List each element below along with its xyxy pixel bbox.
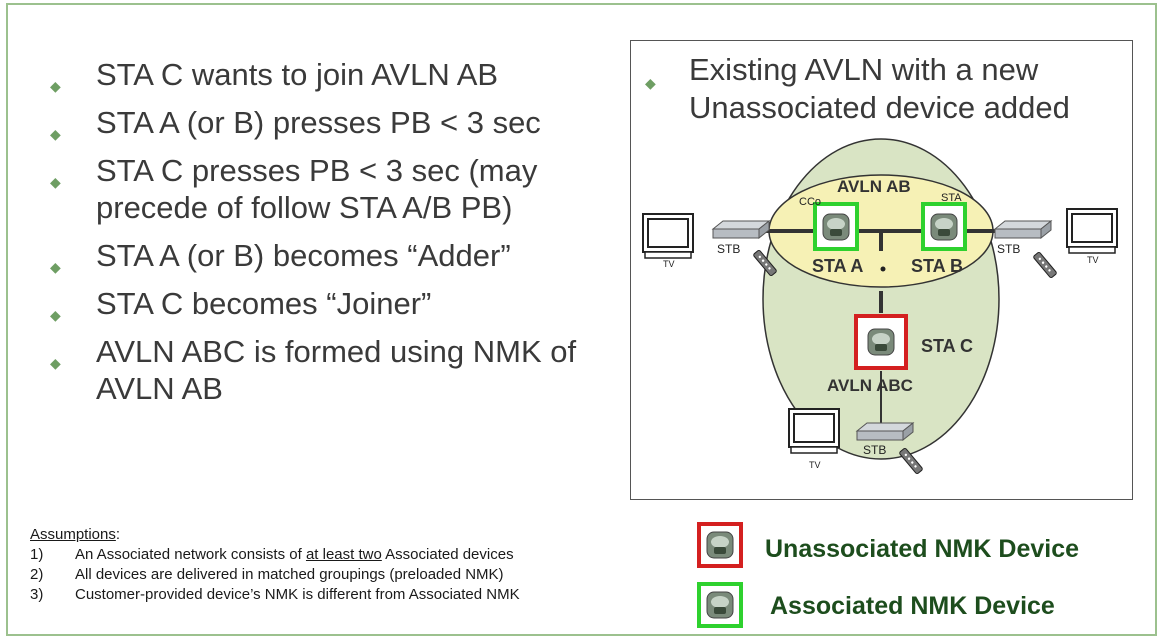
sta-c-device-icon bbox=[867, 328, 895, 356]
stb-bottom-icon bbox=[856, 422, 914, 441]
stb-bottom-label: STB bbox=[863, 443, 886, 457]
assumption-item: 2) All devices are delivered in matched … bbox=[30, 566, 504, 583]
junction-dot bbox=[880, 266, 886, 272]
stb-right-icon bbox=[994, 220, 1052, 239]
bullet-list: ◆ STA C wants to join AVLN AB ◆ STA A (or … bbox=[50, 56, 610, 418]
assumption-item: 1) An Associated network consists of at … bbox=[30, 546, 514, 563]
legend-unassociated-swatch bbox=[697, 522, 743, 568]
sta-b-label: STA B bbox=[911, 256, 963, 276]
stb-left-icon bbox=[712, 220, 770, 239]
assumption-item: 3) Customer-provided device’s NMK is dif… bbox=[30, 586, 520, 603]
tv-bottom-icon bbox=[788, 408, 840, 454]
diamond-bullet-icon: ◆ bbox=[50, 174, 61, 190]
bullet-text: STA A (or B) presses PB < 3 sec bbox=[96, 105, 541, 140]
legend-unassociated-label: Unassociated NMK Device bbox=[765, 535, 1080, 563]
diamond-bullet-icon: ◆ bbox=[50, 259, 61, 275]
sta-c-border bbox=[854, 314, 908, 370]
stb-right-label: STB bbox=[997, 242, 1020, 256]
sta-a-label: STA A bbox=[812, 256, 863, 276]
avln-abc-label: AVLN ABC bbox=[827, 376, 913, 395]
bullet-item: ◆ STA C wants to join AVLN AB bbox=[50, 56, 610, 94]
bullet-text: AVLN ABC is formed using NMK of AVLN AB bbox=[96, 334, 577, 406]
cco-label: CCo bbox=[799, 196, 821, 208]
network-diagram-panel: ◆Existing AVLN with a new Unassociated d… bbox=[630, 40, 1133, 500]
avln-ab-label: AVLN AB bbox=[837, 177, 911, 196]
bullet-text: STA C wants to join AVLN AB bbox=[96, 57, 499, 92]
diagram-title: ◆Existing AVLN with a new Unassociated d… bbox=[645, 52, 1070, 125]
tv-left-label: TV bbox=[663, 259, 675, 269]
device-icon bbox=[706, 531, 734, 559]
diamond-bullet-icon: ◆ bbox=[50, 126, 61, 142]
bullet-text: STA C presses PB < 3 sec (may precede of… bbox=[96, 153, 538, 225]
tv-bottom-label: TV bbox=[809, 460, 821, 470]
sta-c-label: STA C bbox=[921, 336, 973, 356]
sta-a-device-icon bbox=[822, 213, 850, 241]
bullet-item: ◆ STA C presses PB < 3 sec (may precede o… bbox=[50, 152, 610, 226]
device-icon bbox=[706, 591, 734, 619]
diamond-bullet-icon: ◆ bbox=[645, 75, 656, 91]
diamond-bullet-icon: ◆ bbox=[50, 355, 61, 371]
legend-associated-swatch bbox=[697, 582, 743, 628]
diamond-bullet-icon: ◆ bbox=[50, 307, 61, 323]
tv-right-icon bbox=[1066, 208, 1118, 254]
bullet-item: ◆ STA A (or B) presses PB < 3 sec bbox=[50, 104, 610, 142]
legend-associated-label: Associated NMK Device bbox=[770, 592, 1055, 620]
assumptions-heading: Assumptions: bbox=[30, 526, 121, 543]
remote-right-icon bbox=[1032, 251, 1058, 279]
sta-a-border bbox=[813, 202, 859, 251]
sta-small-label: STA bbox=[941, 192, 962, 204]
tv-left-icon bbox=[642, 213, 694, 259]
slide-frame bbox=[6, 3, 1157, 636]
tv-right-label: TV bbox=[1087, 255, 1099, 265]
stb-left-label: STB bbox=[717, 242, 740, 256]
network-diagram: AVLN AB CCo STA STA A STA B STA C AVLN A… bbox=[642, 138, 1118, 475]
diamond-bullet-icon: ◆ bbox=[50, 78, 61, 94]
bullet-item: ◆ STA A (or B) becomes “Adder” bbox=[50, 237, 610, 275]
bullet-item: ◆ STA C becomes “Joiner” bbox=[50, 285, 610, 323]
bullet-text: STA A (or B) becomes “Adder” bbox=[96, 238, 511, 273]
bullet-text: STA C becomes “Joiner” bbox=[96, 286, 432, 321]
assumptions-block: Assumptions: 1) An Associated network co… bbox=[30, 525, 520, 605]
sta-b-device-icon bbox=[930, 213, 958, 241]
bullet-item: ◆ AVLN ABC is formed using NMK of AVLN AB bbox=[50, 333, 610, 407]
